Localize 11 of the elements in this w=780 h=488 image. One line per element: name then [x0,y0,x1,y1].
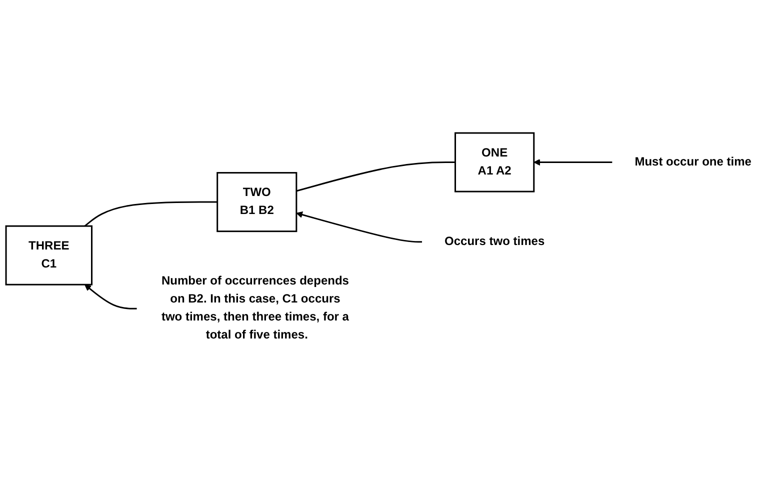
node-box: ONE A1 A2 [454,132,535,192]
arrow [534,158,612,166]
arrow [84,284,137,309]
node-text: Number of occurrences depends on B2. In this case, C1 occurs two times, then three times, for a total of five times. [161,274,349,342]
connector [296,161,456,192]
arrow [296,211,422,242]
node-box: TWO B1 B2 [216,172,298,232]
node-box: THREE C1 [5,224,92,285]
connector [84,200,218,226]
node-text: Occurs two times [444,234,545,248]
node-text: Must occur one time [634,155,752,168]
